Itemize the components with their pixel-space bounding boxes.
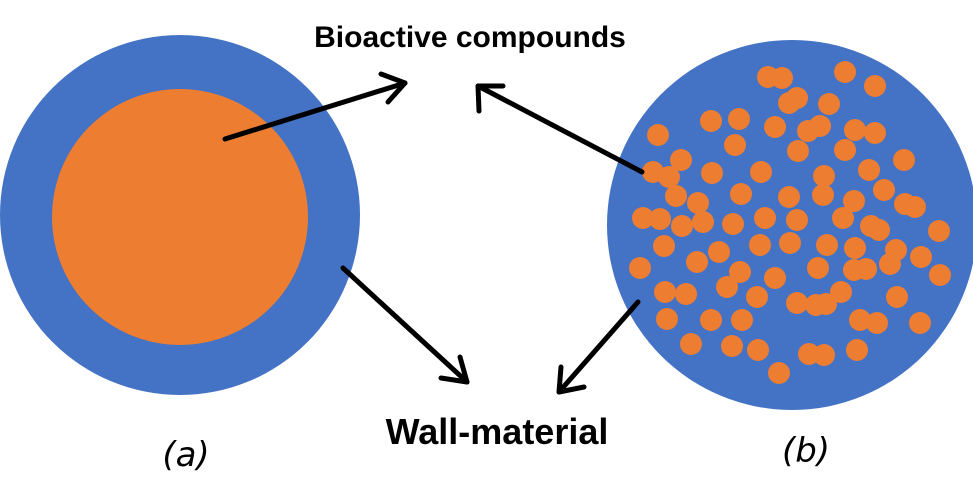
bioactive-droplet <box>658 166 680 188</box>
bioactive-droplet <box>904 196 926 218</box>
bioactive-droplet <box>656 308 678 330</box>
bioactive-droplet <box>909 312 931 334</box>
bioactive-droplet <box>700 110 722 132</box>
bioactive-droplet <box>844 119 866 141</box>
bioactive-droplet <box>701 162 723 184</box>
bioactive-droplet <box>686 251 708 273</box>
bioactive-droplet <box>928 220 950 242</box>
panel-a-label: (a) <box>162 435 209 475</box>
bioactive-droplet <box>729 261 751 283</box>
bioactive-droplet <box>846 339 868 361</box>
bioactive-droplet <box>629 257 651 279</box>
bioactive-droplet <box>724 134 746 156</box>
bioactive-droplet <box>647 124 669 146</box>
bioactive-droplet <box>764 116 786 138</box>
bioactive-droplet <box>815 293 837 315</box>
bioactive-droplet <box>771 67 793 89</box>
bioactive-droplet <box>830 281 852 303</box>
bioactive-droplet <box>818 93 840 115</box>
bioactive-droplet <box>855 258 877 280</box>
bioactive-droplet <box>722 213 744 235</box>
bioactive-droplet <box>910 246 932 268</box>
bioactive-droplet <box>653 235 675 257</box>
bioactive-droplet <box>730 183 752 205</box>
bioactive-droplet <box>665 185 687 207</box>
bioactive-droplet <box>893 149 915 171</box>
bioactive-droplet <box>866 312 888 334</box>
bioactive-droplet <box>654 281 676 303</box>
bioactive-droplet <box>768 362 790 384</box>
arrow-matrix-to-wall <box>556 299 641 395</box>
dispersed-bioactive-droplets <box>629 61 951 384</box>
bioactive-droplet <box>864 75 886 97</box>
bioactive-droplet <box>680 333 702 355</box>
bioactive-core <box>52 89 308 345</box>
bioactive-droplet <box>868 219 890 241</box>
bioactive-droplet <box>929 264 951 286</box>
bioactive-droplet <box>843 190 865 212</box>
bioactive-droplet <box>834 61 856 83</box>
bioactive-droplet <box>728 108 750 130</box>
bioactive-droplet <box>813 165 835 187</box>
bioactive-droplet <box>708 241 730 263</box>
bioactive-droplet <box>754 207 776 229</box>
bioactive-droplet <box>834 139 856 161</box>
bioactive-droplet <box>787 140 809 162</box>
bioactive-droplet <box>832 207 854 229</box>
arrow-droplets-to-bioactive <box>475 83 645 175</box>
bioactive-droplet <box>779 232 801 254</box>
bioactive-droplet <box>886 286 908 308</box>
bioactive-droplet <box>816 234 838 256</box>
wall-material-label: Wall-material <box>386 411 609 452</box>
bioactive-droplet <box>675 283 697 305</box>
bioactive-droplet <box>858 159 880 181</box>
arrow-core-to-bioactive <box>222 71 408 142</box>
bioactive-droplet <box>731 309 753 331</box>
bioactive-droplet <box>749 234 771 256</box>
bioactive-compounds-label: Bioactive compounds <box>314 21 626 54</box>
bioactive-droplet <box>873 179 895 201</box>
bioactive-droplet <box>809 115 831 137</box>
bioactive-droplet <box>844 237 866 259</box>
bioactive-droplet <box>750 161 772 183</box>
bioactive-droplet <box>746 286 768 308</box>
arrow-shell-to-wall <box>340 265 470 385</box>
core-shell-particle <box>0 35 360 395</box>
matrix-particle <box>607 40 973 410</box>
bioactive-droplet <box>786 87 808 109</box>
bioactive-droplet <box>849 309 871 331</box>
bioactive-droplet <box>716 276 738 298</box>
panel-b-label: (b) <box>782 431 830 471</box>
bioactive-droplet <box>700 309 722 331</box>
bioactive-droplet <box>632 207 654 229</box>
bioactive-droplet <box>864 122 886 144</box>
bioactive-droplet <box>649 208 671 230</box>
bioactive-droplet <box>813 344 835 366</box>
bioactive-droplet <box>747 339 769 361</box>
bioactive-droplet <box>812 184 834 206</box>
bioactive-droplet <box>778 186 800 208</box>
bioactive-droplet <box>786 292 808 314</box>
bioactive-droplet <box>687 192 709 214</box>
arrows <box>222 71 645 395</box>
bioactive-droplet <box>879 253 901 275</box>
bioactive-droplet <box>764 267 786 289</box>
bioactive-droplet <box>692 211 714 233</box>
bioactive-droplet <box>670 149 692 171</box>
bioactive-droplet <box>671 215 693 237</box>
bioactive-droplet <box>721 335 743 357</box>
bioactive-droplet <box>807 257 829 279</box>
bioactive-droplet <box>786 209 808 231</box>
